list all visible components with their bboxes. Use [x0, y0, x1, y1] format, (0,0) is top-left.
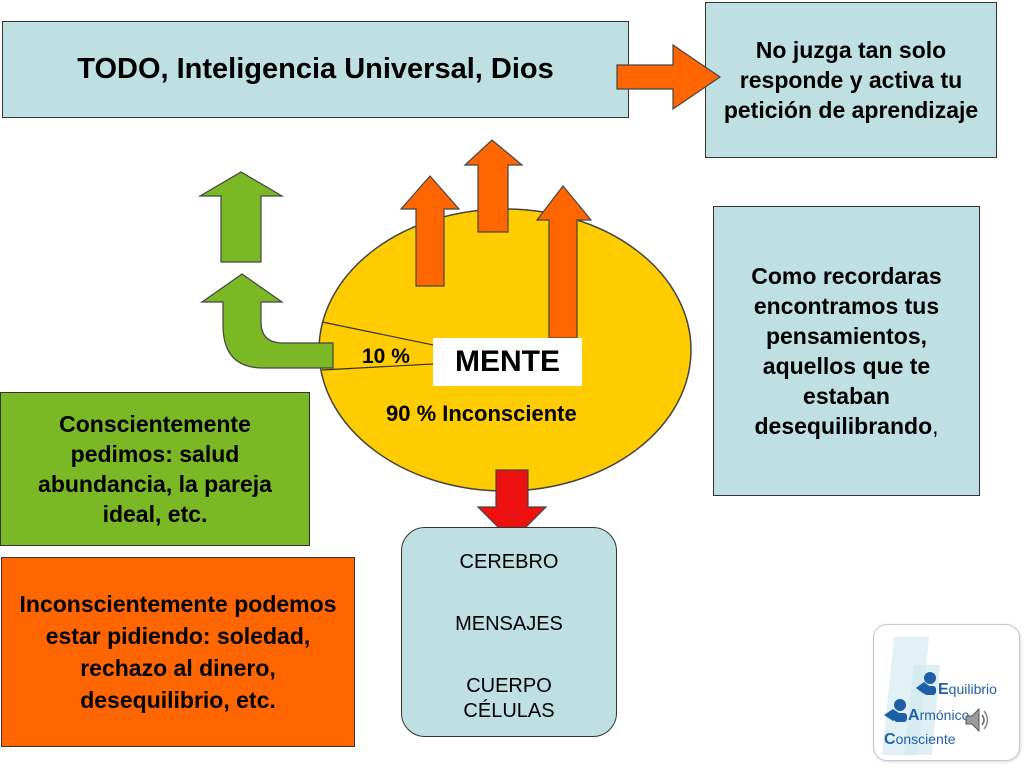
- conscious-percent-label: 10 %: [362, 345, 410, 368]
- unconscious-percent-label: 90 % Inconsciente: [386, 401, 577, 426]
- arrow-up-icon: [399, 175, 461, 287]
- cells-line: CÉLULAS: [463, 700, 555, 722]
- curved-arrow-up-icon: [200, 273, 334, 369]
- arrow-up-icon: [535, 185, 593, 339]
- brain-line: CEREBRO: [459, 551, 559, 573]
- body-line: CUERPO: [466, 675, 552, 697]
- title-text: TODO, Inteligencia Universal, Dios: [77, 53, 554, 85]
- unconscious-line1: Inconscientemente podemos estar pidiendo…: [19, 591, 337, 681]
- title-box: TODO, Inteligencia Universal, Dios: [2, 21, 629, 118]
- brain-box: CEREBRO MENSAJES CUERPO CÉLULAS: [401, 527, 617, 737]
- thoughts-text: Como recordaras encontramos tus pensamie…: [722, 261, 971, 441]
- unconscious-request-text: Inconscientemente podemos estar pidiendo…: [10, 588, 346, 716]
- mind-label: MENTE: [433, 338, 582, 386]
- thoughts-comma: ,: [932, 413, 939, 439]
- person-icon: [884, 699, 907, 722]
- logo-word-equilibrio: Equilibrio: [938, 681, 997, 698]
- arrow-up-icon: [197, 171, 285, 263]
- arrow-right-icon: [616, 43, 722, 111]
- conscious-request-text: Conscientemente pedimos: salud abundanci…: [38, 411, 272, 527]
- speaker-icon[interactable]: [963, 705, 989, 735]
- conscious-request-box: Conscientemente pedimos: salud abundanci…: [0, 392, 310, 546]
- messages-line: MENSAJES: [455, 613, 563, 635]
- unconscious-request-box: Inconscientemente podemos estar pidiendo…: [1, 557, 355, 747]
- arrow-up-icon: [463, 139, 524, 233]
- logo-graphic: [882, 637, 940, 755]
- logo: Equilibrio Armónico Consciente: [873, 624, 1020, 761]
- thoughts-main: Como recordaras encontramos tus pensamie…: [751, 263, 942, 439]
- thoughts-box: Como recordaras encontramos tus pensamie…: [713, 206, 980, 496]
- arrow-down-icon: [476, 469, 548, 542]
- logo-word-consciente: Consciente: [884, 731, 956, 748]
- response-text: No juzga tan solo responde y activa tu p…: [723, 37, 979, 123]
- person-icon: [916, 672, 936, 695]
- unconscious-line2: desequilibrio, etc.: [80, 687, 276, 713]
- logo-word-armonico: Armónico: [908, 707, 970, 724]
- response-box: No juzga tan solo responde y activa tu p…: [705, 2, 997, 158]
